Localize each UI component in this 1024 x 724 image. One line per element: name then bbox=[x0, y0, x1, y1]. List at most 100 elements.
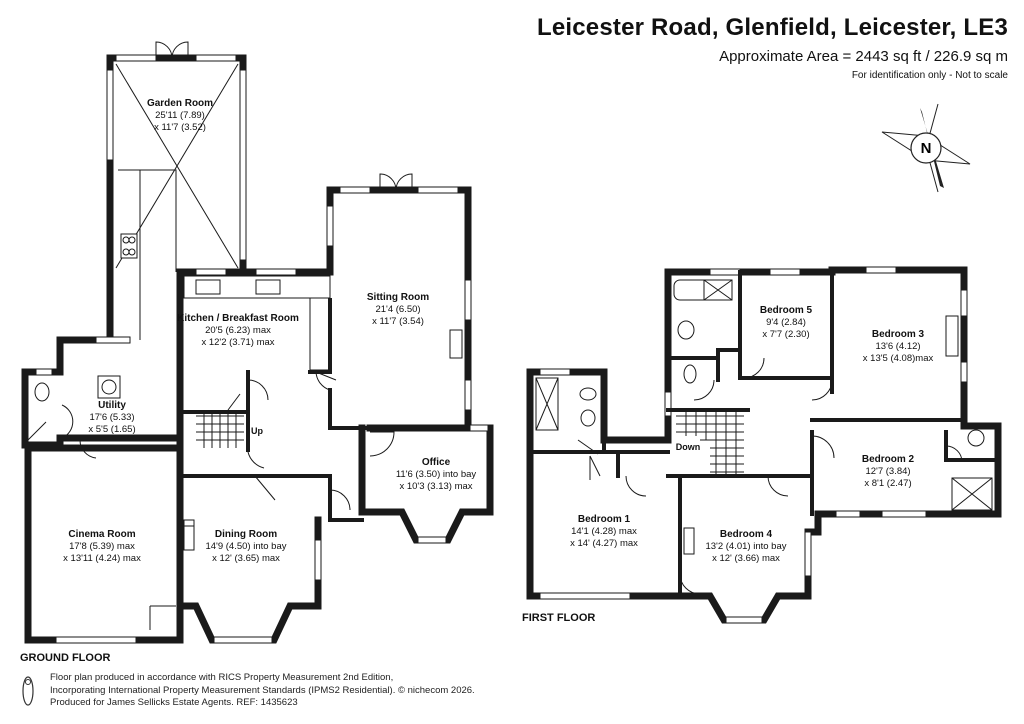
page-title: Leicester Road, Glenfield, Leicester, LE… bbox=[536, 14, 1008, 41]
sitting-room-name: Sitting Room bbox=[367, 292, 429, 303]
bedroom2-window bbox=[835, 510, 861, 518]
bedroom3-dim1: 13'6 (4.12) bbox=[875, 341, 920, 352]
dining-room-name: Dining Room bbox=[215, 529, 277, 540]
bedroom2-window bbox=[881, 510, 927, 518]
sitting-room-window-right bbox=[464, 279, 472, 321]
dining-room-dim2: x 12' (3.65) max bbox=[212, 553, 280, 564]
fireplace-icon bbox=[449, 329, 463, 359]
bedroom2-ensuite-door bbox=[945, 445, 963, 463]
garden-room-window-top-right bbox=[195, 54, 237, 62]
bedroom1-dim1: 14'1 (4.28) max bbox=[571, 526, 637, 537]
compass-icon: N bbox=[881, 103, 971, 193]
garden-room-window-right bbox=[239, 69, 247, 261]
garden-room-french-door bbox=[171, 41, 189, 59]
ensuite-window bbox=[539, 368, 571, 376]
bedroom3-dim2: x 13'5 (4.08)max bbox=[863, 353, 934, 364]
dining-bay-window bbox=[213, 636, 273, 644]
bedroom1-door bbox=[625, 475, 647, 497]
sink-icon bbox=[255, 279, 281, 295]
utility-window bbox=[95, 336, 131, 344]
utility-dim2: x 5'5 (1.65) bbox=[88, 424, 135, 435]
bedroom1-wardrobe-door bbox=[589, 455, 601, 480]
ground-floor-plan bbox=[21, 41, 494, 644]
kitchen-counter-right bbox=[300, 297, 330, 371]
sitting-room-window-top bbox=[339, 186, 371, 194]
sitting-room-french-door bbox=[395, 173, 413, 191]
dining-room-dim1: 14'9 (4.50) into bay bbox=[205, 541, 286, 552]
footer-line-2: Incorporating International Property Mea… bbox=[50, 684, 475, 696]
office-walls bbox=[358, 424, 494, 544]
identification-note: For identification only - Not to scale bbox=[851, 70, 1008, 81]
garden-room-dim1: 25'11 (7.89) bbox=[155, 110, 205, 121]
bedroom4-name: Bedroom 4 bbox=[720, 529, 773, 540]
garden-room-dim2: x 11'7 (3.52) bbox=[154, 122, 206, 133]
sitting-room-door bbox=[315, 371, 337, 391]
bedroom2-dim1: 12'7 (3.84) bbox=[865, 466, 910, 477]
toilet-icon bbox=[683, 364, 697, 384]
bedroom4-dim1: 13'2 (4.01) into bay bbox=[705, 541, 786, 552]
utility-dim1: 17'6 (5.33) bbox=[89, 412, 134, 423]
kitchen-dim2: x 12'2 (3.71) max bbox=[201, 337, 274, 348]
bedroom5-door bbox=[743, 357, 765, 379]
bathroom-door bbox=[693, 379, 715, 401]
sitting-room-dim2: x 11'7 (3.54) bbox=[372, 316, 424, 327]
sitting-room-dim1: 21'4 (6.50) bbox=[375, 304, 420, 315]
footer-line-3: Produced for James Sellicks Estate Agent… bbox=[50, 697, 298, 708]
first-floor-label: FIRST FLOOR bbox=[522, 612, 596, 624]
kitchen-window bbox=[255, 268, 297, 276]
bedroom3-window-side bbox=[960, 289, 968, 317]
front-door bbox=[329, 489, 351, 511]
utility-door bbox=[61, 404, 74, 439]
office-window bbox=[469, 424, 489, 432]
sitting-room-window-right bbox=[464, 379, 472, 411]
stairs-icon bbox=[676, 412, 744, 476]
kitchen-hall-door bbox=[247, 379, 269, 401]
utility-cinema-door bbox=[79, 439, 97, 459]
room-labels: Garden Room 25'11 (7.89) x 11'7 (3.52) K… bbox=[63, 98, 933, 564]
stairs-icon bbox=[196, 412, 244, 448]
stairs-up-label: Up bbox=[251, 426, 263, 436]
stairs-down-label: Down bbox=[676, 442, 701, 452]
office-bay-window bbox=[417, 536, 447, 544]
kitchen-window bbox=[195, 268, 227, 276]
bedroom5-name: Bedroom 5 bbox=[760, 305, 813, 316]
basin-icon bbox=[967, 429, 985, 447]
ground-floor-label: GROUND FLOOR bbox=[20, 652, 111, 664]
kitchen-counter-top bbox=[183, 275, 331, 299]
kitchen-dim1: 20'5 (6.23) max bbox=[205, 325, 271, 336]
bedroom3-window bbox=[865, 266, 897, 274]
utility-window bbox=[35, 368, 53, 376]
bedroom1-window bbox=[539, 592, 631, 600]
office-dim1: 11'6 (3.50) into bay bbox=[396, 469, 477, 480]
bedroom5-dim2: x 7'7 (2.30) bbox=[762, 329, 809, 340]
utility-name: Utility bbox=[98, 400, 126, 411]
bedroom3-door bbox=[811, 379, 833, 401]
cinema-window bbox=[55, 636, 137, 644]
garden-room-window-left bbox=[106, 69, 114, 161]
bedroom4-bay-window bbox=[725, 616, 763, 624]
hall-door bbox=[247, 451, 265, 469]
garden-room-name: Garden Room bbox=[147, 98, 213, 109]
cinema-cupboard-door bbox=[149, 605, 176, 630]
toilet-icon bbox=[579, 387, 597, 401]
compass-letter: N bbox=[921, 140, 932, 157]
kitchen-counter bbox=[118, 169, 177, 340]
bedroom3-name: Bedroom 3 bbox=[872, 329, 925, 340]
bedroom2-name: Bedroom 2 bbox=[862, 454, 915, 465]
sitting-room-window-top bbox=[417, 186, 459, 194]
basin-icon bbox=[580, 409, 596, 427]
garden-room-window-top bbox=[115, 54, 157, 62]
bedroom5-dim1: 9'4 (2.84) bbox=[766, 317, 806, 328]
approximate-area: Approximate Area = 2443 sq ft / 226.9 sq… bbox=[719, 48, 1008, 65]
office-name: Office bbox=[422, 457, 451, 468]
cinema-room-dim1: 17'8 (5.39) max bbox=[69, 541, 135, 552]
sink-icon bbox=[195, 279, 221, 295]
bedroom3-window-side bbox=[960, 361, 968, 383]
cinema-room-name: Cinema Room bbox=[68, 529, 135, 540]
bedroom1-dim2: x 14' (4.27) max bbox=[570, 538, 638, 549]
basin-icon bbox=[677, 320, 695, 340]
bathroom-window bbox=[709, 268, 741, 276]
utility-wc-door bbox=[27, 421, 47, 441]
hob-icon bbox=[120, 233, 138, 259]
